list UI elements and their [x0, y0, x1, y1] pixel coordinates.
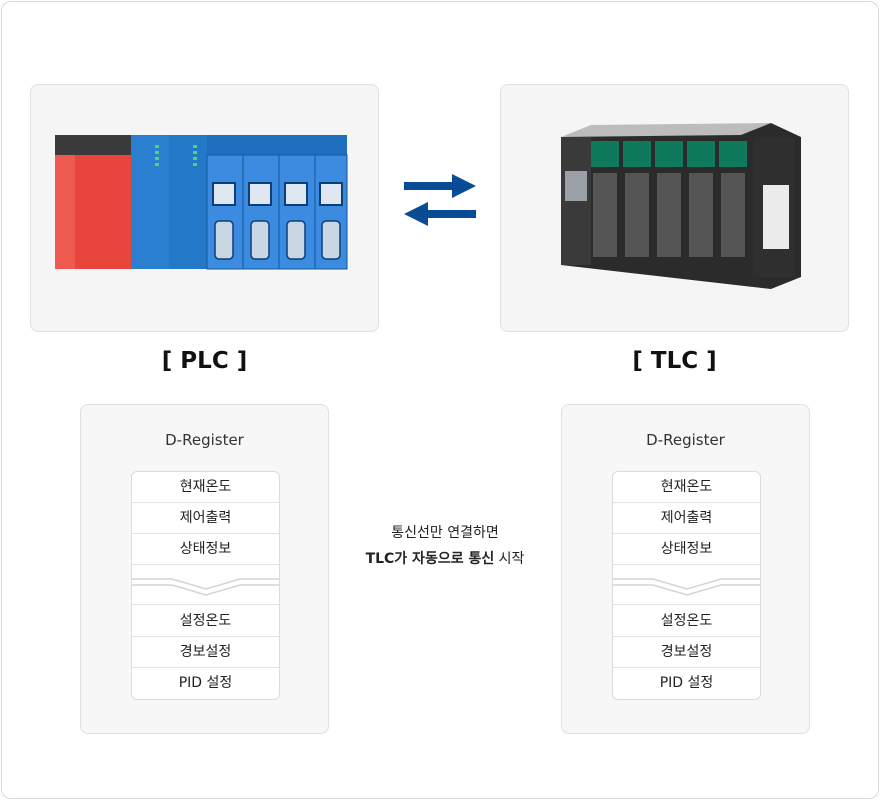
list-item: 상태정보 — [132, 534, 279, 565]
tlc-register-list: 현재온도 제어출력 상태정보 설정온도 경보설정 PID 설정 — [612, 471, 761, 700]
plc-register-title: D-Register — [165, 431, 244, 449]
plc-register-list: 현재온도 제어출력 상태정보 설정온도 경보설정 PID 설정 — [131, 471, 280, 700]
plc-register-panel: D-Register 현재온도 제어출력 상태정보 설정온도 경보설정 PID … — [80, 404, 329, 734]
list-item: 현재온도 — [613, 472, 760, 503]
list-item: 상태정보 — [613, 534, 760, 565]
list-item: PID 설정 — [178, 675, 233, 691]
list-item: 제어출력 — [613, 503, 760, 534]
plc-image-box — [30, 84, 379, 332]
tlc-image-box — [500, 84, 849, 332]
list-item: 제어출력 — [132, 503, 279, 534]
center-caption-bold: TLC가 자동으로 통신 — [365, 551, 495, 567]
register-break — [132, 565, 279, 605]
center-caption-line2: TLC가 자동으로 통신 시작 — [330, 548, 560, 568]
tlc-register-panel: D-Register 현재온도 제어출력 상태정보 설정온도 경보설정 PID … — [561, 404, 810, 734]
center-caption-line1: 통신선만 연결하면 — [391, 525, 499, 541]
tlc-register-title: D-Register — [646, 431, 725, 449]
tlc-device-image — [561, 123, 801, 289]
plc-title: [ PLC ] — [161, 348, 248, 374]
zigzag-break-icon — [613, 578, 760, 596]
bidirectional-arrows-icon — [404, 174, 476, 226]
tlc-title: [ TLC ] — [632, 348, 717, 374]
center-caption-rest: 시작 — [494, 551, 525, 567]
zigzag-break-icon — [132, 578, 279, 596]
list-item: 경보설정 — [613, 637, 760, 668]
plc-device-image — [55, 135, 348, 270]
list-item: 경보설정 — [132, 637, 279, 668]
list-item: PID 설정 — [659, 675, 714, 691]
list-item: 설정온도 — [613, 606, 760, 637]
list-item: 현재온도 — [132, 472, 279, 503]
register-break — [613, 565, 760, 605]
list-item: 설정온도 — [132, 606, 279, 637]
